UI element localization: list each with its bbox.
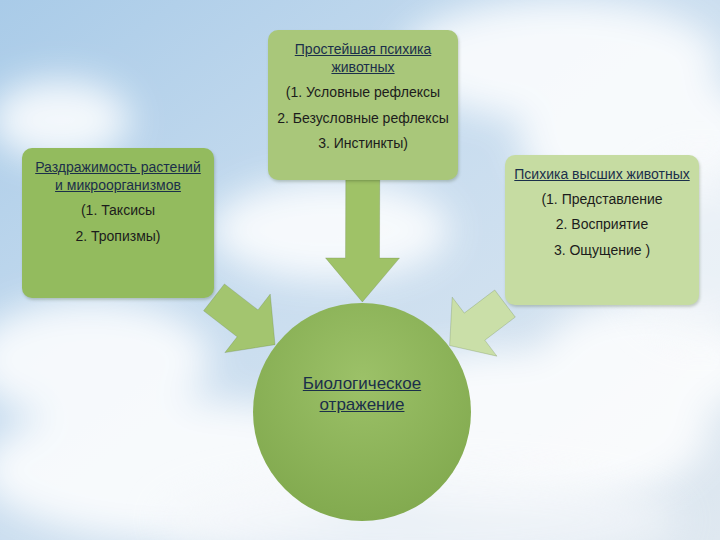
circle-outline: [253, 303, 471, 521]
block-arrow: [204, 284, 275, 353]
box-heading: Психика высших животных: [513, 165, 691, 183]
category-box: Простейшая психика животных (1. Условные …: [268, 30, 458, 180]
category-box: Психика высших животных (1. Представление…: [505, 155, 699, 305]
list-item: (1. Представление: [513, 190, 691, 208]
box-heading: Биологическое отражение: [272, 373, 452, 416]
category-box: Раздражимость растений и микроорганизмов…: [22, 148, 214, 298]
box-heading: Раздражимость растений и микроорганизмов: [30, 158, 206, 194]
list-item: 2. Тропизмы): [30, 227, 206, 245]
list-item: (1. Условные рефлексы: [276, 83, 450, 101]
list-item: 2. Безусловные рефлексы: [276, 109, 450, 127]
result-circle: Биологическое отражение: [252, 302, 472, 522]
list-item: (1. Таксисы: [30, 201, 206, 219]
list-item: 3. Инстинкты): [276, 134, 450, 152]
list-item: 3. Ощущение ): [513, 241, 691, 259]
block-arrow: [326, 180, 400, 302]
box-heading: Простейшая психика животных: [276, 40, 450, 76]
list-item: 2. Восприятие: [513, 215, 691, 233]
